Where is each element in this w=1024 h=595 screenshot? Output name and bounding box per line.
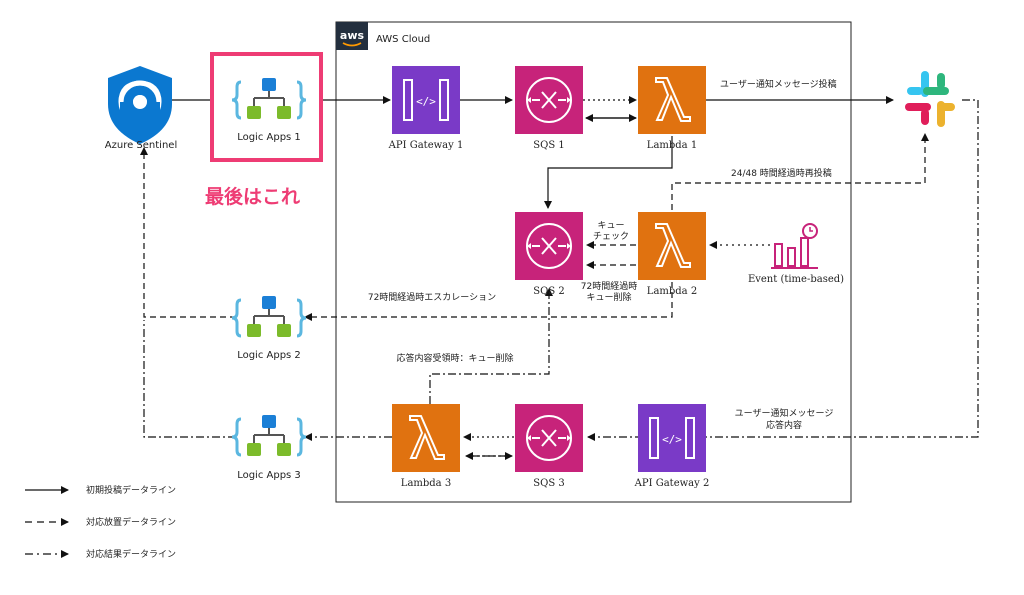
label-delete-72-2: キュー削除 xyxy=(586,291,631,303)
svg-text:</>: </> xyxy=(662,433,682,446)
legend-item-dashed: 対応放置データライン xyxy=(25,516,176,528)
edge-lambda3-delete-sqs2 xyxy=(429,288,553,404)
logic-apps-1-icon xyxy=(230,76,308,121)
label-reply-1: ユーザー通知メッセージ xyxy=(735,407,834,419)
edge-logic2-to-sentinel xyxy=(140,147,236,318)
logic-apps-3-label: Logic Apps 3 xyxy=(237,470,301,481)
legend: 初期投稿データライン 対応放置データライン 対応結果データライン xyxy=(25,484,176,560)
edge-logic3-to-sentinel xyxy=(143,320,236,438)
label-repost: 24/48 時間経過時再投稿 xyxy=(731,167,832,179)
svg-text:対応放置データライン: 対応放置データライン xyxy=(86,516,176,528)
edge-lambda2-repost-slack xyxy=(671,133,929,210)
logic-apps-3-node: Logic Apps 3 xyxy=(230,413,308,481)
azure-sentinel-icon xyxy=(108,66,172,144)
label-reply-received: 応答内容受領時：キュー削除 xyxy=(396,352,513,364)
legend-item-solid: 初期投稿データライン xyxy=(25,484,176,496)
edge-lambda2-escalate-logic2 xyxy=(304,282,673,321)
azure-sentinel-label: Azure Sentinel xyxy=(105,140,177,151)
api-gateway-2-label: API Gateway 2 xyxy=(634,478,710,489)
label-queue-check-2: チェック xyxy=(593,231,629,242)
lambda-icon xyxy=(392,404,460,472)
svg-text:</>: </> xyxy=(416,95,436,108)
api-gateway-1-node: </> API Gateway 1 xyxy=(388,66,464,151)
sqs-1-node: SQS 1 xyxy=(515,66,583,151)
connectors xyxy=(140,96,979,460)
lambda-1-label: Lambda 1 xyxy=(647,140,697,151)
sqs-3-label: SQS 3 xyxy=(533,478,564,489)
edge-slack-to-apigw2 xyxy=(707,99,979,438)
api-gateway-1-label: API Gateway 1 xyxy=(388,140,464,151)
api-gateway-2-node: </> API Gateway 2 xyxy=(634,404,710,489)
azure-sentinel-node: Azure Sentinel xyxy=(105,66,177,151)
logic-apps-2-node: Logic Apps 2 xyxy=(230,294,308,361)
label-queue-check-1: キュー xyxy=(597,221,624,231)
aws-cloud-group xyxy=(335,21,852,503)
sqs-2-label: SQS 2 xyxy=(533,286,564,297)
sqs-1-label: SQS 1 xyxy=(533,140,564,151)
event-label: Event (time-based) xyxy=(748,274,844,285)
sqs-icon xyxy=(515,212,583,280)
event-node: Event (time-based) xyxy=(748,223,844,285)
edge-lambda1-to-sqs2 xyxy=(544,136,673,209)
lambda-icon xyxy=(638,212,706,280)
event-icon xyxy=(771,223,818,269)
highlight-note: 最後はこれ xyxy=(205,185,300,208)
lambda-3-label: Lambda 3 xyxy=(401,478,451,489)
highlight-box xyxy=(210,52,323,162)
logic-apps-1-label: Logic Apps 1 xyxy=(237,132,301,143)
legend-item-dashdot: 対応結果データライン xyxy=(25,548,176,560)
sqs-3-node: SQS 3 xyxy=(515,404,583,489)
lambda-3-node: Lambda 3 xyxy=(392,404,460,489)
aws-cloud-label: AWS Cloud xyxy=(376,34,430,45)
label-post-message: ユーザー通知メッセージ投稿 xyxy=(720,78,837,90)
api-gateway-icon: </> xyxy=(392,66,460,134)
api-gateway-icon: </> xyxy=(638,404,706,472)
svg-text:aws: aws xyxy=(340,29,365,42)
lambda-2-label: Lambda 2 xyxy=(647,286,697,297)
logic-apps-2-label: Logic Apps 2 xyxy=(237,350,301,361)
aws-badge: aws xyxy=(336,22,368,50)
slack-node xyxy=(905,71,955,127)
lambda-1-node: Lambda 1 xyxy=(638,66,706,151)
sqs-icon xyxy=(515,66,583,134)
slack-icon xyxy=(905,71,955,127)
lambda-2-node: Lambda 2 xyxy=(638,212,706,297)
logic-apps-1-node: Logic Apps 1 xyxy=(210,52,323,162)
logic-apps-3-icon xyxy=(230,413,308,458)
label-escalation-72: 72時間経過時エスカレーション xyxy=(368,291,496,303)
svg-text:対応結果データライン: 対応結果データライン xyxy=(86,548,176,560)
label-reply-2: 応答内容 xyxy=(766,419,802,431)
label-delete-72-1: 72時間経過時 xyxy=(581,280,637,292)
sqs-icon xyxy=(515,404,583,472)
sqs-2-node: SQS 2 xyxy=(515,212,583,297)
svg-text:初期投稿データライン: 初期投稿データライン xyxy=(86,484,176,496)
logic-apps-2-icon xyxy=(230,294,308,339)
lambda-icon xyxy=(638,66,706,134)
